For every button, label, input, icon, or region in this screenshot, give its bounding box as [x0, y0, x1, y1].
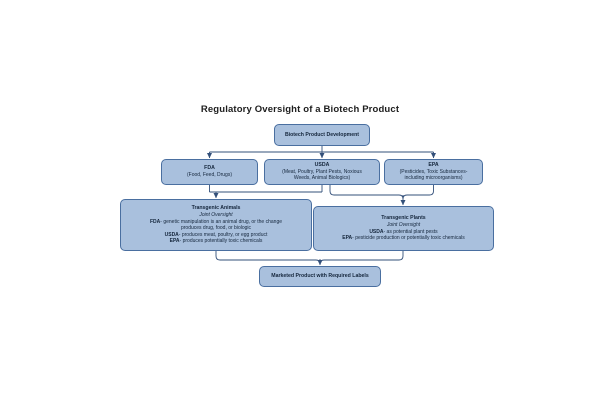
edge-epa-plants — [402, 185, 434, 200]
node-fda-title: FDA — [204, 165, 215, 172]
node-marketed-product[interactable]: Marketed Product with Required Labels — [259, 266, 381, 287]
rule-text: produces drug, food, or biologic — [180, 225, 252, 232]
node-transgenic-plants-title: Transgenic Plants — [381, 215, 426, 222]
node-usda-scope-line-2: Weeds, Animal Biologics) — [293, 175, 351, 182]
node-epa-scope-line-2: including microorganisms) — [404, 175, 463, 182]
node-usda[interactable]: USDA (Meat, Poultry, Plant Pests, Noxiou… — [264, 159, 380, 185]
node-marketed-product-label: Marketed Product with Required Labels — [271, 273, 369, 280]
node-epa-title: EPA — [428, 162, 439, 169]
rule-text: - produces meat, poultry, or egg product — [178, 231, 268, 238]
figure-title: Regulatory Oversight of a Biotech Produc… — [200, 104, 400, 115]
rule-agency: USDA — [369, 228, 384, 235]
node-transgenic-animals[interactable]: Transgenic Animals Joint Oversight FDA- … — [120, 199, 312, 251]
node-transgenic-animals-subtitle: Joint Oversight — [199, 212, 233, 219]
node-fda-scope: (Food, Feed, Drugs) — [186, 172, 233, 179]
node-epa[interactable]: EPA (Pesticides, Toxic Substances- inclu… — [384, 159, 483, 185]
rule-agency: EPA — [169, 238, 180, 245]
rule-agency: USDA — [164, 231, 179, 238]
rule-text: - as potential plant pests — [383, 228, 438, 235]
node-transgenic-plants-subtitle: Joint Oversight — [386, 222, 421, 229]
edge-plants-market — [319, 251, 404, 265]
rule-text: - pesticide production or potentially to… — [352, 235, 465, 242]
node-transgenic-animals-rule: FDA- genetic manipulation is an animal d… — [125, 219, 307, 226]
rule-text: - produces potentially toxic chemicals — [179, 238, 263, 245]
node-transgenic-plants[interactable]: Transgenic Plants Joint Oversight USDA- … — [313, 206, 494, 251]
node-transgenic-plants-rule: EPA- pesticide production or potentially… — [318, 235, 489, 242]
node-transgenic-animals-rule: USDA- produces meat, poultry, or egg pro… — [125, 232, 307, 239]
edge-usda-plants — [329, 185, 404, 200]
rule-agency: FDA — [149, 218, 161, 225]
node-biotech-product-development[interactable]: Biotech Product Development — [274, 124, 370, 146]
node-transgenic-animals-title: Transgenic Animals — [191, 205, 241, 212]
node-fda[interactable]: FDA (Food, Feed, Drugs) — [161, 159, 258, 185]
node-epa-scope-line-1: (Pesticides, Toxic Substances- — [399, 168, 468, 175]
node-usda-title: USDA — [314, 162, 330, 169]
node-transgenic-animals-rule: produces drug, food, or biologic — [125, 225, 307, 232]
rule-agency: EPA — [342, 235, 353, 242]
rule-text: - genetic manipulation is an animal drug… — [160, 218, 283, 225]
node-root-label: Biotech Product Development — [284, 131, 360, 138]
node-transgenic-plants-rule: USDA- as potential plant pests — [318, 229, 489, 236]
edge-animals-market — [215, 251, 321, 265]
node-transgenic-animals-rule: EPA- produces potentially toxic chemical… — [125, 238, 307, 245]
node-usda-scope-line-1: (Meat, Poultry, Plant Pests, Noxious — [282, 168, 362, 175]
